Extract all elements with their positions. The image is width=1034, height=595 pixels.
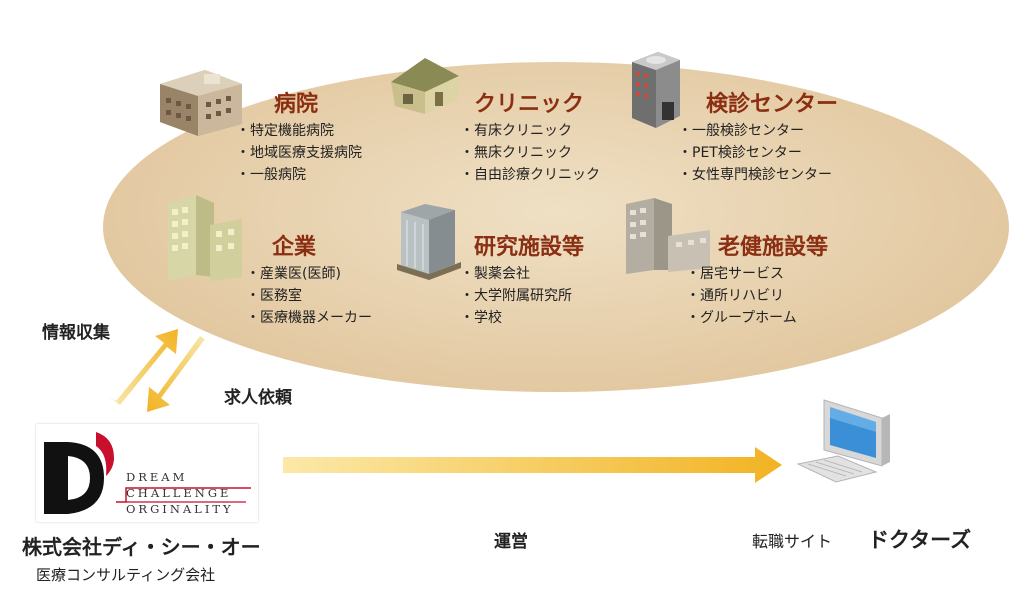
company-subtitle: 医療コンサルティング会社 [36, 564, 215, 585]
job-site-prefix: 転職サイト [752, 528, 832, 552]
logo-red-line [116, 484, 256, 508]
operate-label: 運営 [494, 527, 528, 552]
company-name: 株式会社ディ・シー・オー [22, 531, 261, 560]
dco-logo-mark-icon [42, 428, 122, 518]
job-request-label: 求人依頼 [224, 383, 292, 408]
operate-arrow-right-icon [283, 447, 782, 483]
logo-word-dream: DREAM [126, 470, 187, 484]
dco-logo: DREAM CHALLENGE ORGINALITY [36, 424, 258, 522]
info-collection-arrow-up-icon [108, 329, 178, 405]
info-collection-label: 情報収集 [42, 318, 110, 343]
computer-icon [796, 394, 906, 494]
job-request-arrow-down-icon [147, 336, 212, 412]
job-site-name: ドクターズ [868, 524, 971, 554]
